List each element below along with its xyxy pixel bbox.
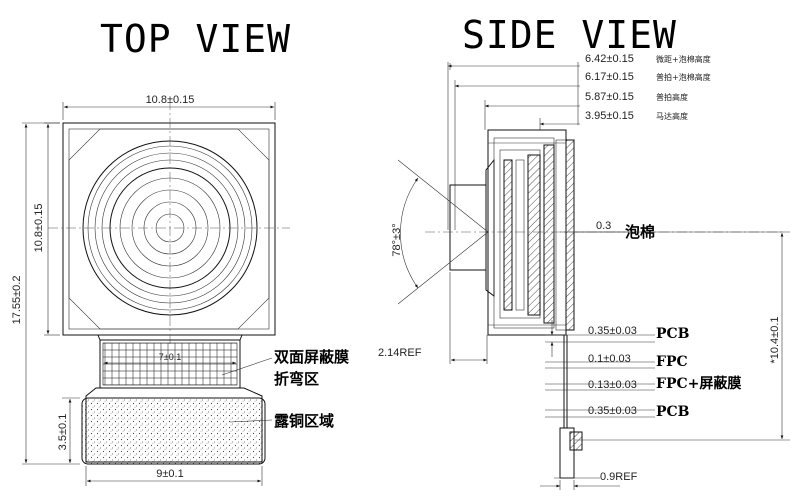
layer-3-label: FPC+屏蔽膜 [656, 375, 741, 392]
pad-height-dimension [62, 397, 80, 463]
flex-width-label: 7±0.1 [159, 352, 181, 362]
side-height-dimensions [447, 62, 580, 230]
side-total-dimension [575, 231, 790, 441]
flex-callout-line [221, 357, 273, 376]
total-height-dimension [22, 122, 80, 465]
ref-bottom-dimension [540, 480, 620, 490]
top-width-label: 10.8±0.15 [146, 94, 195, 106]
ref-left-dimension [449, 272, 488, 364]
layer-2-value: 0.1±0.03 [588, 353, 631, 365]
height-4-value: 3.95±0.15 [585, 110, 634, 122]
side-view-module [449, 129, 575, 336]
total-height-label: 17.55±0.2 [11, 276, 23, 325]
pad-width-label: 9±0.1 [156, 468, 183, 480]
side-view-title: SIDE VIEW [462, 13, 677, 57]
height-3-value: 5.87±0.15 [585, 91, 634, 103]
top-width-dimension [62, 102, 276, 120]
height-3-note: 普拍高度 [656, 92, 688, 102]
copper-area-label: 露铜区域 [274, 412, 334, 430]
layer-4-value: 0.35±0.03 [588, 405, 637, 417]
height-2-value: 6.17±0.15 [585, 71, 634, 83]
side-view-flex [554, 335, 600, 479]
copper-callout-line [229, 419, 273, 423]
top-view-module [48, 100, 290, 345]
top-view-title: TOP VIEW [100, 17, 291, 61]
layer-3-value: 0.13±0.03 [588, 379, 637, 391]
layer-1-value: 0.35±0.03 [588, 325, 637, 337]
height-1-note: 微距+泡棉高度 [656, 54, 711, 64]
fov-angle-label: 78°±3° [391, 223, 403, 256]
foam-thickness: 0.3 [596, 220, 611, 232]
layer-2-label: FPC [656, 354, 688, 370]
top-height-dimension [44, 122, 60, 336]
layer-4-label: PCB [656, 404, 690, 420]
ref-bottom-label: 0.9REF [600, 471, 638, 483]
layer-1-label: PCB [656, 326, 690, 342]
height-4-note: 马达高度 [656, 111, 688, 121]
pad-height-label: 3.5±0.1 [57, 414, 69, 451]
flex-shield-label: 双面屏蔽膜 [274, 348, 349, 366]
ref-left-label: 2.14REF [378, 347, 422, 359]
flex-bend-label: 折弯区 [274, 370, 319, 388]
side-total-label: *10.4±0.1 [769, 316, 781, 363]
height-1-value: 6.42±0.15 [585, 53, 634, 65]
height-2-note: 普拍+泡棉高度 [656, 72, 711, 82]
top-height-label: 10.8±0.15 [33, 204, 45, 253]
fov-angle [397, 159, 489, 305]
top-view-copper-pad [81, 387, 266, 465]
layer-dimensions [545, 320, 655, 418]
pad-width-dimension [85, 466, 263, 486]
